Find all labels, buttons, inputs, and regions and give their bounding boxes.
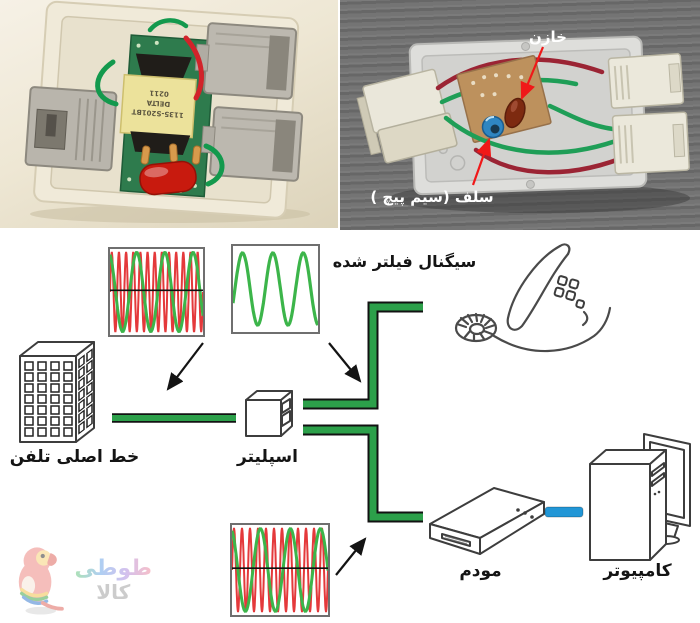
modem-sketch: [429, 487, 545, 555]
rj11-jack-top-right: [194, 22, 298, 100]
label-filtered-signal: سیگنال فیلتر شده: [332, 252, 477, 271]
wire-green-right: [203, 143, 225, 187]
capacitor-brown: [504, 97, 526, 129]
splitter-sketch: [245, 390, 293, 437]
rj11-jack-left: [24, 86, 118, 172]
wire-green-top: [147, 18, 189, 33]
arrow-mixed-signal: [166, 342, 204, 391]
transformer-marking: 1135-S201BT: [131, 107, 184, 119]
resistors: [140, 143, 202, 165]
watermark-logo: طوطی کالا: [14, 540, 152, 620]
capacitor-red: [139, 160, 197, 196]
transformer-code: 0211: [149, 89, 169, 98]
pcb-phenolic: [456, 55, 552, 143]
wire-red-lower: [473, 147, 635, 175]
arrow-filtered-signal: [328, 342, 362, 383]
telephone-sketch: [454, 243, 612, 353]
label-main-phone-line: خط اصلی تلفن: [9, 447, 140, 467]
arrow-inductor: [471, 137, 492, 186]
phone-branch-line: [303, 301, 423, 410]
modem-branch-line-core: [303, 426, 423, 521]
photo-splitter-open-right: خازن سلف (سیم پیچ ): [340, 0, 700, 230]
signal-box-mixed-bottom: [230, 523, 330, 617]
wire-green-left: [95, 59, 119, 107]
watermark-brand-sub: کالا: [96, 580, 131, 605]
wire-red: [183, 35, 204, 101]
transformer-brand: DELTA: [146, 98, 171, 108]
rj11-jack-bottom-right: [200, 106, 304, 182]
signal-box-filtered: [231, 244, 320, 334]
building-sketch: [19, 341, 95, 443]
rj-module-top-right: [607, 52, 685, 109]
inductor-blue: [481, 115, 505, 139]
phone-branch-line-core: [303, 303, 423, 408]
rj-module-left: [356, 68, 458, 164]
cable-blue: [544, 506, 584, 518]
photo-splitter-open-left: 1135-S201BT DELTA 0211: [0, 0, 338, 228]
computer-sketch: [589, 433, 691, 561]
watermark-brand: طوطی: [74, 555, 153, 581]
signal-box-mixed-top: [108, 247, 205, 337]
diagram-overlay: [19, 243, 691, 576]
label-splitter: اسپلیتر: [237, 447, 298, 467]
rj-module-bottom-right: [611, 111, 690, 175]
label-computer: کامپیوتر: [603, 561, 672, 581]
label-capacitor: خازن: [529, 28, 567, 46]
label-modem: مودم: [459, 561, 502, 581]
modem-branch-line: [303, 424, 423, 523]
arrow-modem-signal: [335, 537, 367, 576]
wire-green-lower: [443, 115, 627, 155]
parrot-icon: [18, 547, 64, 615]
keypad-sketch: [553, 275, 586, 309]
arrow-capacitor: [520, 46, 545, 101]
label-inductor: سلف (سیم پیچ ): [370, 188, 493, 207]
